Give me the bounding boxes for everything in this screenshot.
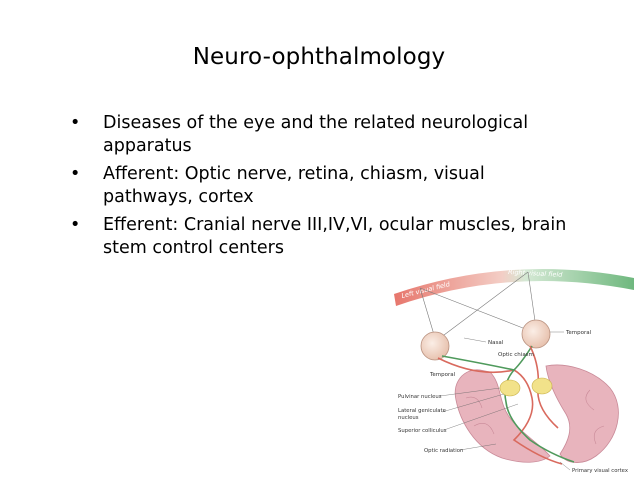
lgn-label-line2: nucleus — [398, 415, 419, 421]
bullet-item: • Diseases of the eye and the related ne… — [70, 112, 570, 157]
temporal-right-label: Temporal — [565, 330, 592, 336]
visual-rays — [419, 271, 537, 339]
visual-pathway-diagram: Left visual field Right visual field Nas… — [394, 268, 634, 474]
slide-title: Neuro-ophthalmology — [192, 44, 446, 70]
pulvinar-label: Pulvinar nucleus — [398, 394, 442, 400]
bullet-marker: • — [70, 113, 81, 133]
temporal-left-label: Temporal — [429, 372, 456, 378]
nasal-label: Nasal — [488, 340, 504, 346]
visual-field-arc — [394, 269, 634, 306]
optic-radiation-label: Optic radiation — [424, 448, 463, 454]
left-hemisphere — [454, 369, 551, 463]
right-eye — [521, 319, 551, 349]
lgn-label-line1: Lateral geniculate — [398, 408, 446, 414]
bullet-item: • Afferent: Optic nerve, retina, chiasm,… — [70, 163, 570, 208]
left-lgn — [499, 379, 521, 397]
right-hemisphere — [545, 364, 619, 463]
bullet-list: • Diseases of the eye and the related ne… — [70, 112, 570, 265]
bullet-text: Afferent: Optic nerve, retina, chiasm, v… — [103, 164, 485, 207]
right-lgn — [531, 377, 553, 395]
brain-folds — [465, 389, 605, 445]
left-eye — [420, 331, 450, 361]
right-visual-field-label: Right visual field — [508, 268, 564, 279]
bullet-item: • Efferent: Cranial nerve III,IV,VI, ocu… — [70, 214, 570, 259]
bullet-text: Efferent: Cranial nerve III,IV,VI, ocula… — [103, 215, 567, 258]
bullet-marker: • — [70, 215, 81, 235]
bullet-marker: • — [70, 164, 81, 184]
superior-colliculus-label: Superior colliculus — [398, 428, 447, 434]
primary-visual-cortex-label: Primary visual cortex — [572, 468, 628, 474]
optic-chiasm-label: Optic chiasm — [498, 352, 534, 358]
bullet-text: Diseases of the eye and the related neur… — [103, 113, 529, 156]
